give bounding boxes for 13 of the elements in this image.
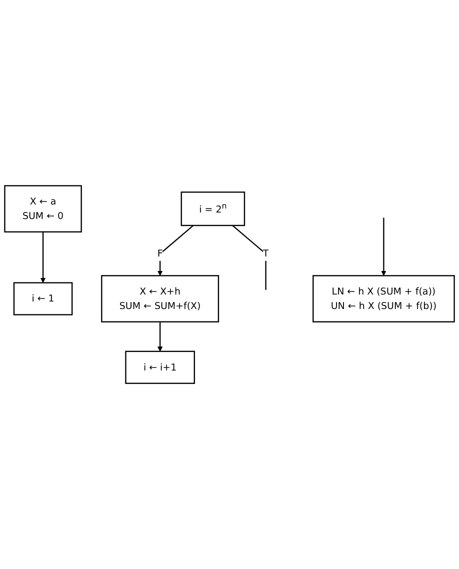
node-box: X ← X+h SUM ← SUM+f(X) bbox=[101, 275, 220, 322]
arrow bbox=[381, 218, 386, 276]
node-box: X ← a SUM ← 0 bbox=[4, 185, 82, 232]
arrow bbox=[157, 322, 163, 352]
node-box: i ← 1 bbox=[13, 282, 73, 316]
edge-label: F bbox=[157, 248, 163, 260]
arrow bbox=[157, 224, 194, 276]
node-box: LN ← h X (SUM + f(a)) UN ← h X (SUM + f(b)) bbox=[312, 275, 455, 322]
arrow bbox=[40, 232, 46, 283]
node-box: i = 2$^{n}$ bbox=[180, 192, 246, 226]
connector bbox=[232, 224, 266, 290]
edge-label: T bbox=[262, 248, 269, 260]
node-box: i ← i+1 bbox=[125, 350, 195, 384]
